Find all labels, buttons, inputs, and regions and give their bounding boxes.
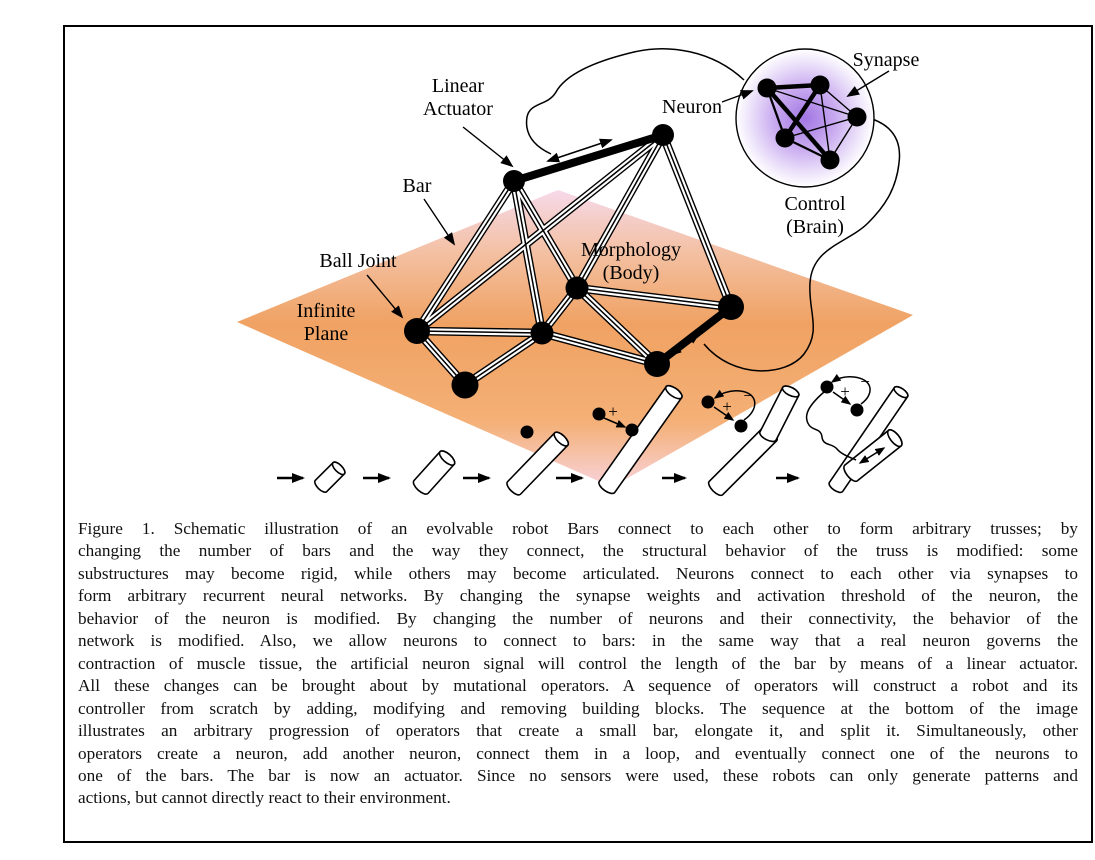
label-bar: Bar <box>403 175 432 197</box>
neuron-dot <box>820 150 840 170</box>
neuron-pointer-arrow <box>721 90 754 103</box>
brain-neurons <box>757 75 867 170</box>
label-ball-joint: Ball Joint <box>319 250 397 272</box>
label-neuron: Neuron <box>662 96 722 118</box>
ball-joints <box>404 124 744 399</box>
ball-joint <box>565 276 589 300</box>
neuron-dot <box>625 423 639 437</box>
neuron-dot <box>701 395 715 409</box>
ball-joint <box>451 371 479 399</box>
neuron-dot <box>757 78 777 98</box>
bottom-actuator-motion-arrow <box>668 331 701 357</box>
plus-sign: + <box>840 382 850 401</box>
label-control-line2: (Brain) <box>786 216 844 238</box>
ball-joint <box>718 294 744 320</box>
caption-line: actions, but cannot directly react to th… <box>78 788 451 808</box>
control-brain <box>735 48 875 188</box>
label-infinite-plane-line1: Infinite <box>297 300 356 322</box>
operator-sequence: + + − <box>277 372 909 497</box>
label-morphology-line1: Morphology <box>581 239 681 261</box>
ball-joint <box>503 170 525 192</box>
caption-line: controller from scratch by adding, modif… <box>78 698 1078 718</box>
caption-line: substructures may become rigid, while ot… <box>78 563 1078 583</box>
neuron-dot <box>592 407 606 421</box>
bar-pointer-arrow <box>423 198 456 246</box>
caption-line: changing the number of bars and the way … <box>78 541 1078 561</box>
bar-cylinder-2 <box>412 450 456 495</box>
caption-line: form arbitrary recurrent neural networks… <box>78 586 1078 606</box>
caption-line: All these changes can be brought about b… <box>78 676 1078 696</box>
brain-to-linear-actuator-wire <box>525 48 745 155</box>
minus-sign: − <box>743 386 753 405</box>
neuron-dot <box>847 107 867 127</box>
actuated-bar-motion-arrow <box>858 447 886 464</box>
ball-joint <box>530 321 554 345</box>
minus-sign: − <box>860 372 870 391</box>
ball-joint <box>652 124 674 146</box>
label-control-line1: Control <box>784 193 846 215</box>
linear-actuator-pointer-arrow <box>462 126 514 168</box>
minus-synapse-arrow <box>830 373 871 405</box>
bar-cylinder-4 <box>598 384 683 495</box>
neuron-dot <box>850 403 864 417</box>
figure-caption: Figure 1. Schematic illustration of an e… <box>78 518 1078 810</box>
linear-actuator-motion-arrow <box>546 138 613 163</box>
neuron-dot <box>820 380 834 394</box>
ball-joint-pointer-arrow <box>366 274 404 319</box>
caption-line: illustrates an arbitrary progression of … <box>78 721 1078 741</box>
caption-line: network is modified. Also, we allow neur… <box>78 631 1078 651</box>
bar-cylinder-5-upper <box>758 385 800 443</box>
ball-joint <box>404 318 430 344</box>
neuron-dot <box>734 419 748 433</box>
plus-synapse-arrow <box>832 391 852 405</box>
plus-synapse-arrow <box>713 406 735 421</box>
neuron-to-bar-wire <box>805 391 857 461</box>
caption-line: one of the bars. The bar is now an actua… <box>78 765 1078 785</box>
ball-joint <box>644 351 670 377</box>
neuron-dot <box>520 425 534 439</box>
neuron-dot <box>810 75 830 95</box>
caption-line: behavior of the neuron is modified. By c… <box>78 608 1078 628</box>
caption-line: Figure 1. Schematic illustration of an e… <box>78 519 1078 538</box>
bar-cylinder-1 <box>314 461 346 493</box>
bar-cylinder-3 <box>506 431 570 496</box>
caption-line: operators create a neuron, add another n… <box>78 743 1078 763</box>
neuron-dot <box>775 128 795 148</box>
label-morphology-line2: (Body) <box>603 262 660 284</box>
label-synapse: Synapse <box>853 49 920 71</box>
brain-to-bottom-actuator-wire <box>703 116 901 372</box>
label-infinite-plane-line2: Plane <box>304 323 349 345</box>
synapse-pointer-arrow <box>846 70 890 98</box>
plus-sign: + <box>722 397 732 416</box>
label-linear-actuator-line1: Linear <box>432 75 485 97</box>
diagram-labels: Linear Actuator Bar Ball Joint Infinite … <box>297 49 920 345</box>
minus-synapse-arrow <box>713 389 756 421</box>
plus-synapse-arrow <box>603 417 627 428</box>
label-linear-actuator-line2: Actuator <box>423 98 493 120</box>
plus-sign: + <box>608 402 618 421</box>
caption-line: contraction of muscle tissue, the artifi… <box>78 653 1078 673</box>
